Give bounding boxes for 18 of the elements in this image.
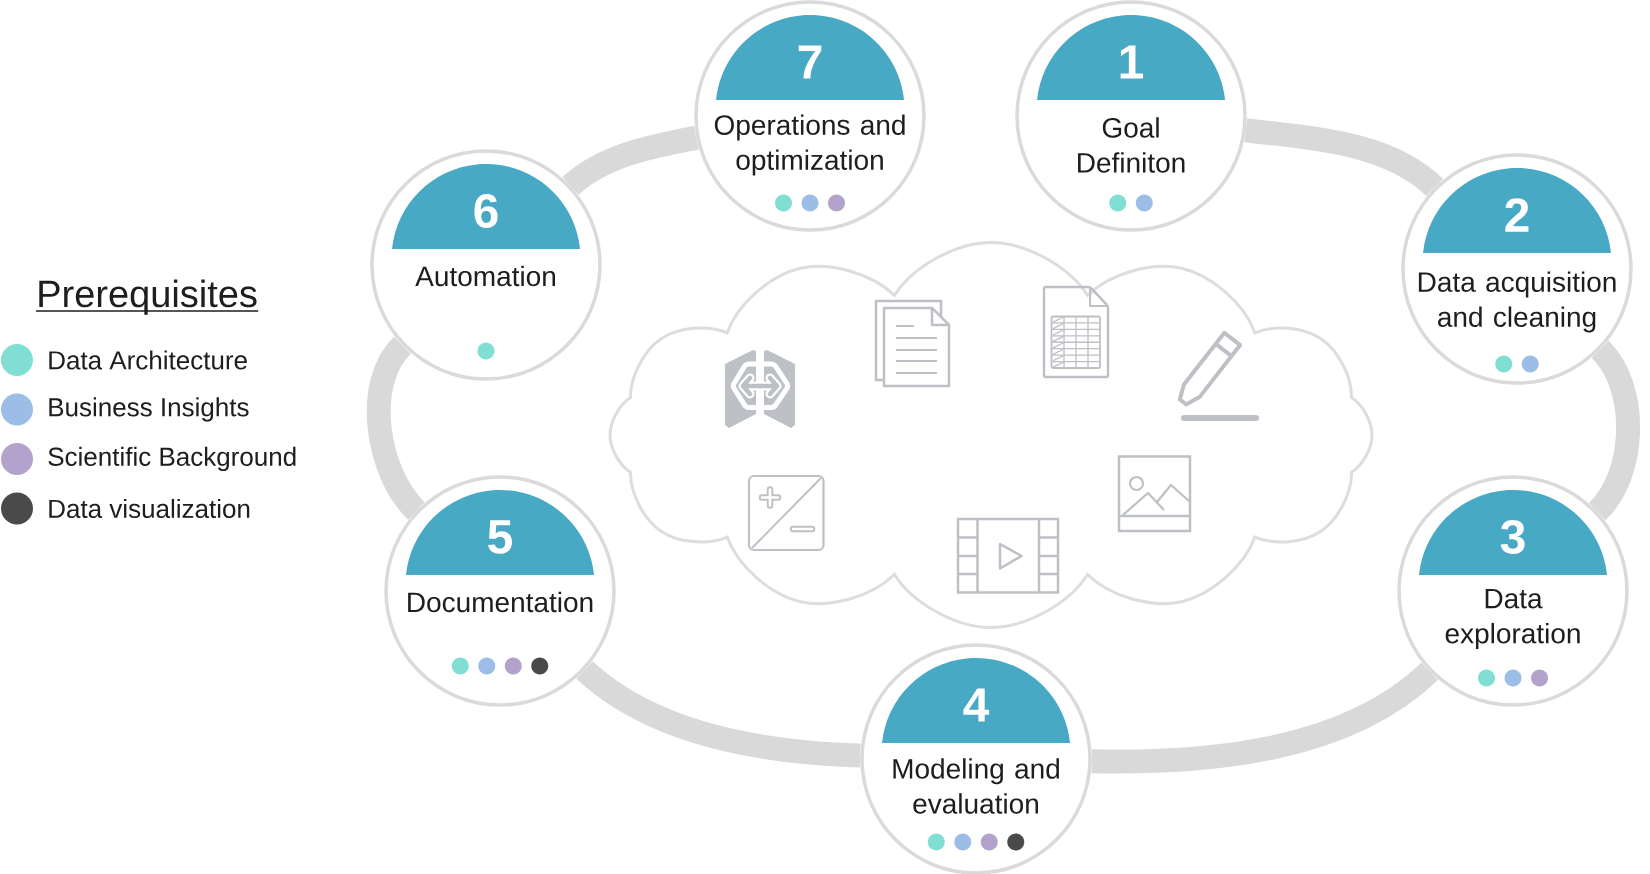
legend-label: Data Architecture	[49, 350, 247, 370]
ring-segment	[1244, 118, 1443, 197]
step-number: 6	[392, 164, 580, 249]
ring-segment	[1091, 662, 1438, 774]
step-number: 4	[882, 658, 1070, 743]
step-number: 2	[1423, 168, 1611, 253]
ring-segment	[562, 125, 699, 196]
ring-segment	[576, 660, 861, 768]
legend-label: Scientific Background	[48, 446, 296, 472]
ring-segment	[366, 337, 426, 519]
step-number: 3	[1419, 490, 1607, 575]
ring-segment	[1588, 341, 1641, 520]
legend-label: Data visualization	[49, 498, 250, 519]
step-number: 5	[406, 490, 594, 575]
step-number: 1	[1037, 15, 1225, 100]
legend-label: Business Insights	[49, 397, 249, 422]
legend-title: Prerequisites	[35, 279, 259, 315]
step-number: 7	[716, 15, 904, 100]
